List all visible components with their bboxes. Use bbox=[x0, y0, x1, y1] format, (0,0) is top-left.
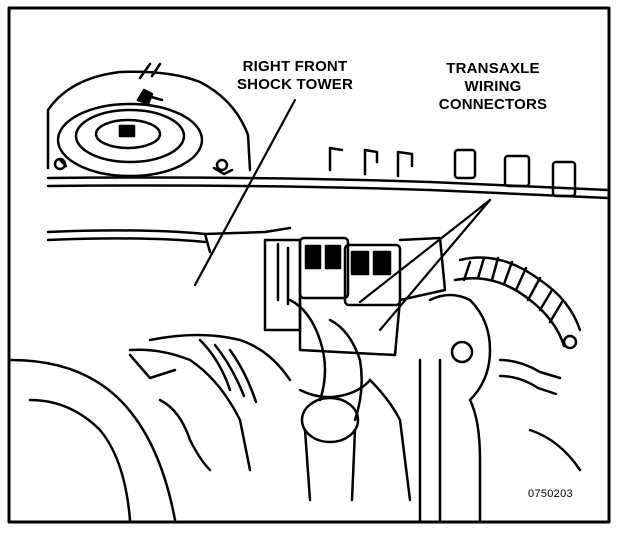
figure-frame bbox=[7, 6, 611, 524]
vent-panel bbox=[328, 146, 577, 198]
shock-tower bbox=[46, 62, 252, 178]
shock-tower-label-line1: RIGHT FRONT bbox=[242, 58, 348, 75]
engine-block bbox=[9, 353, 177, 522]
transaxle-connectors bbox=[263, 236, 447, 357]
transaxle-leader-2 bbox=[378, 198, 492, 332]
figure-code: 0750203 bbox=[528, 488, 573, 500]
transaxle-label-line1: TRANSAXLE bbox=[446, 60, 540, 77]
radiator-hose bbox=[418, 256, 582, 522]
transaxle-connectors-label: TRANSAXLE WIRING CONNECTORS bbox=[418, 60, 568, 114]
transaxle-leader-1 bbox=[358, 198, 492, 304]
shock-tower-label-line2: SHOCK TOWER bbox=[236, 76, 354, 93]
transaxle-label-line2: WIRING bbox=[464, 78, 522, 95]
shock-tower-leader bbox=[193, 98, 297, 287]
wiring-harness bbox=[128, 298, 412, 502]
transaxle-label-line3: CONNECTORS bbox=[438, 96, 548, 113]
shock-tower-label: RIGHT FRONT SHOCK TOWER bbox=[215, 58, 375, 94]
fender-lines bbox=[46, 176, 610, 254]
